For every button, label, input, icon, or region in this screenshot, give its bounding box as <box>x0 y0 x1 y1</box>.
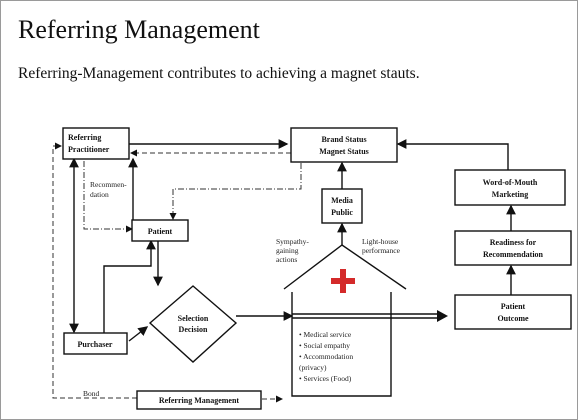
service-item-3: • Accommodation <box>299 352 353 361</box>
service-item-1: • Medical service <box>299 330 352 339</box>
hospital-house: • Medical service • Social empathy • Acc… <box>283 244 407 397</box>
service-item-4: (privacy) <box>299 363 327 372</box>
box-referring-management: Referring Management <box>136 390 262 410</box>
slide-subtitle: Referring-Management contributes to achi… <box>18 65 420 82</box>
recommendation-line1: Recommen- <box>90 180 127 189</box>
connectors <box>52 139 516 403</box>
box-referring-practitioner: Referring Practitioner <box>62 127 130 160</box>
patient-outcome-line1: Patient <box>501 302 526 311</box>
bond-label: Bond <box>83 389 100 398</box>
recommendation-line2: dation <box>90 190 109 199</box>
selection-decision-line1: Selection <box>178 314 209 323</box>
box-readiness: Readiness for Recommendation <box>454 230 572 266</box>
box-patient-outcome: Patient Outcome <box>454 294 572 330</box>
long-arrow-head <box>437 310 448 322</box>
readiness-line1: Readiness for <box>490 238 537 247</box>
brand-status-line2: Magnet Status <box>319 147 369 156</box>
selection-decision-line2: Decision <box>179 325 208 334</box>
purchaser-label: Purchaser <box>78 340 113 349</box>
patient-label: Patient <box>148 227 173 236</box>
arrow-wom-to-brand <box>396 139 509 171</box>
box-purchaser: Purchaser <box>63 332 128 355</box>
service-item-5: • Services (Food) <box>299 374 352 383</box>
service-item-2: • Social empathy <box>299 341 350 350</box>
dashdot-brand-to-patient <box>169 163 302 220</box>
word-of-mouth-line2: Marketing <box>492 190 528 199</box>
light-house-line2: performance <box>362 246 401 255</box>
dashed-loop-left <box>52 142 137 399</box>
readiness-line2: Recommendation <box>483 250 544 259</box>
referring-practitioner-line2: Practitioner <box>68 145 110 154</box>
box-brand-status: Brand Status Magnet Status <box>290 127 398 163</box>
sympathy-line3: actions <box>276 255 297 264</box>
media-public-line1: Media <box>331 196 353 205</box>
referring-management-label: Referring Management <box>159 396 240 405</box>
media-public-line2: Public <box>331 208 353 217</box>
patient-outcome-line2: Outcome <box>497 314 529 323</box>
box-media-public: Media Public <box>321 188 363 224</box>
word-of-mouth-line1: Word-of-Mouth <box>483 178 538 187</box>
arrow-purchaser-to-selection <box>128 326 149 342</box>
dotted-recommendation-arrow <box>83 161 133 233</box>
referring-practitioner-line1: Referring <box>68 133 101 142</box>
arrow-purchaser-to-patient <box>103 239 156 334</box>
slide-title: Referring Management <box>18 15 260 44</box>
selection-decision-diamond: Selection Decision <box>148 285 238 363</box>
box-patient: Patient <box>131 219 189 242</box>
annotation-labels: Recommen- dation Sympathy- gaining actio… <box>83 180 401 398</box>
box-word-of-mouth: Word-of-Mouth Marketing <box>454 169 566 206</box>
light-house-line1: Light-house <box>362 237 399 246</box>
brand-status-line1: Brand Status <box>321 135 366 144</box>
sympathy-line2: gaining <box>276 246 299 255</box>
sympathy-line1: Sympathy- <box>276 237 309 246</box>
